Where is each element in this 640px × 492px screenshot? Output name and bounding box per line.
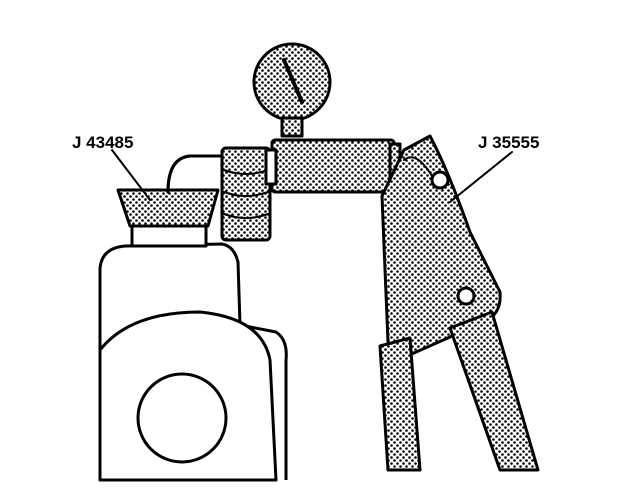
engine-port-circle — [136, 372, 228, 464]
pump-body — [264, 138, 402, 194]
callout-j43485: J 43485 — [72, 133, 133, 152]
callout-j35555: J 35555 — [478, 133, 539, 152]
gauge-needle — [282, 58, 304, 104]
collection-canister — [220, 146, 272, 242]
leader-line-right — [449, 151, 513, 203]
engine-component — [98, 242, 288, 482]
reservoir-cup — [116, 188, 220, 248]
vacuum-gauge — [252, 42, 332, 138]
hand-pump-handles — [378, 134, 540, 472]
release-ring — [430, 170, 450, 190]
pivot-bolt — [456, 286, 476, 306]
leader-line-left — [111, 149, 151, 201]
